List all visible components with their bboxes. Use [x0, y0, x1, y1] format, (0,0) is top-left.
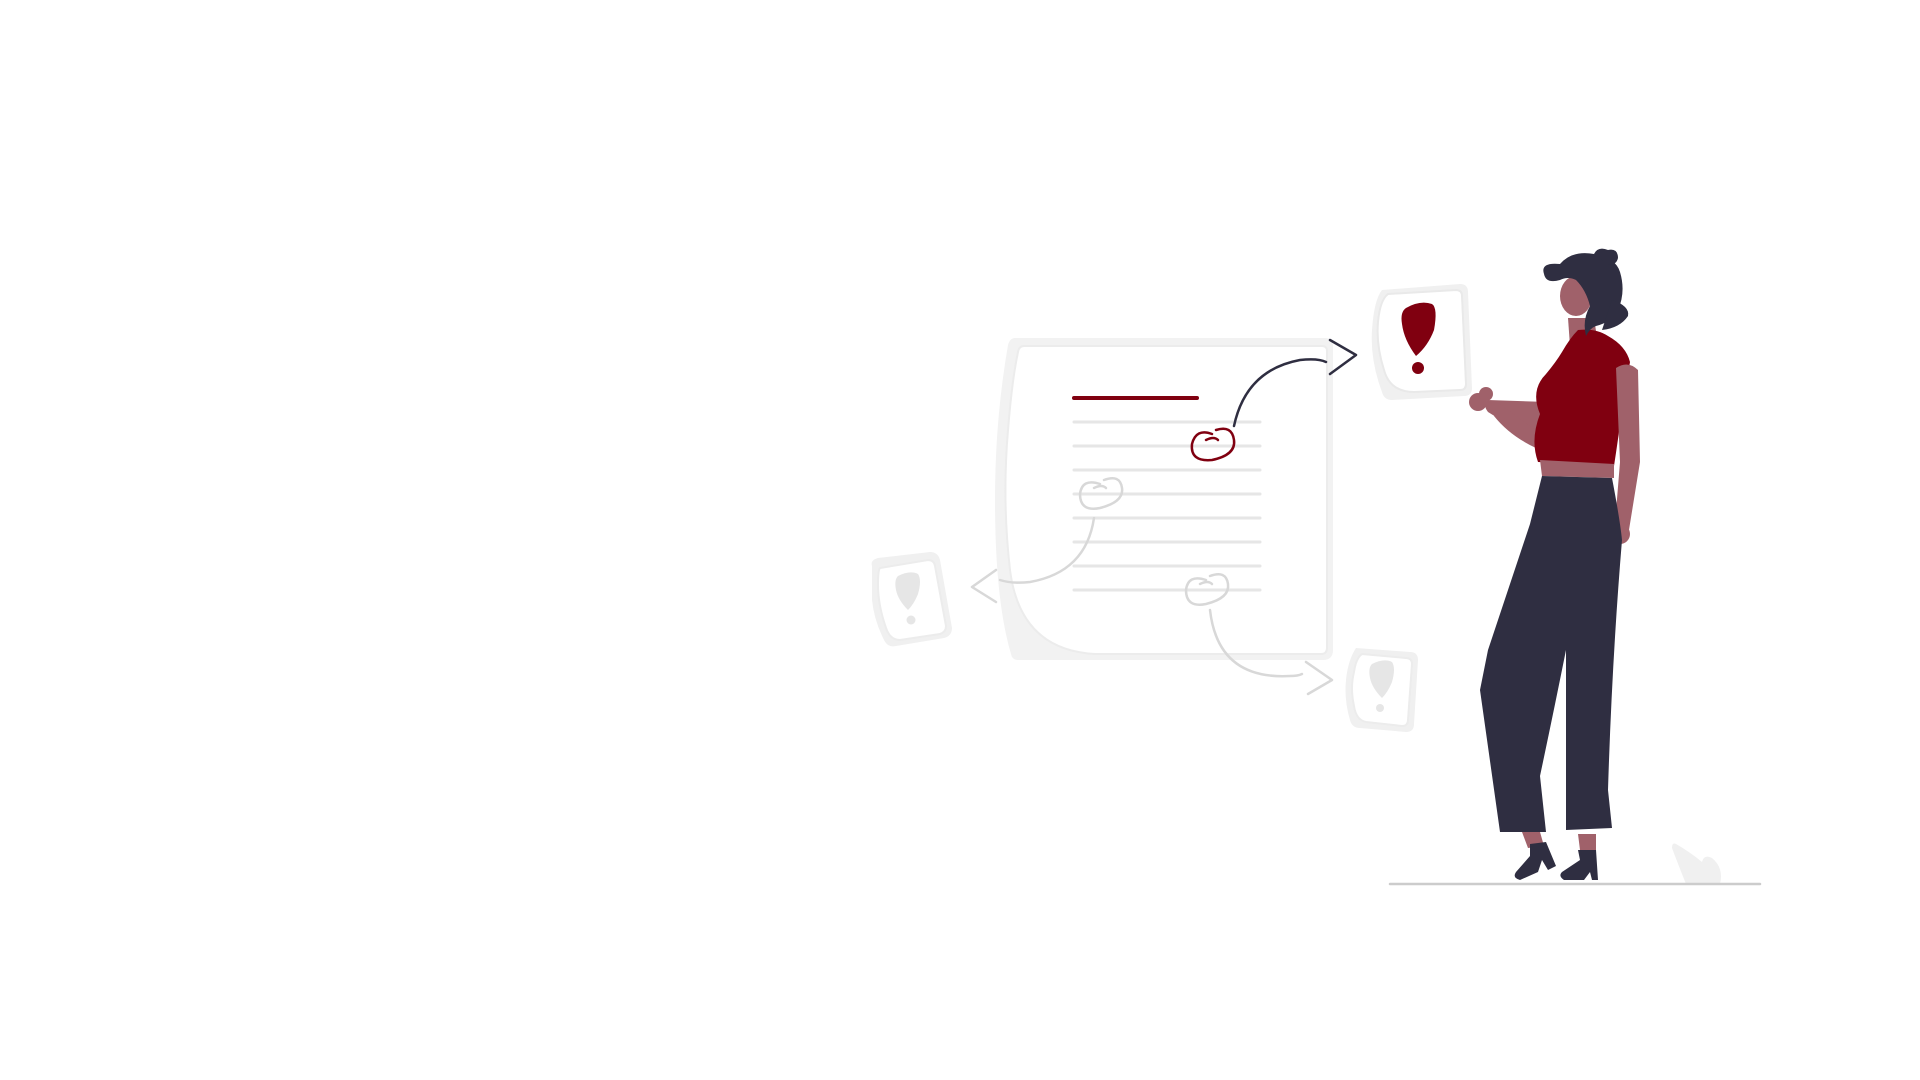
link-icon-gray-bottom [1184, 573, 1334, 696]
arrow-icon [970, 568, 998, 604]
plant-icon [1672, 843, 1721, 884]
arrow-icon [1304, 660, 1334, 696]
person-figure [1469, 248, 1640, 880]
alert-card-icon-left [871, 552, 952, 647]
shield-icon [895, 572, 920, 610]
connector-line-dark [1232, 358, 1328, 428]
document-text-lines [1072, 420, 1262, 592]
shield-icon [1401, 302, 1436, 356]
alert-card-icon-bottom [1345, 648, 1418, 732]
link-icon-accent [1190, 338, 1358, 462]
shield-icon [1369, 660, 1394, 698]
alert-card-icon-primary [1371, 284, 1472, 400]
arrow-icon [1328, 338, 1358, 376]
link-icon-gray-left [970, 477, 1124, 604]
document-icon [995, 338, 1333, 660]
